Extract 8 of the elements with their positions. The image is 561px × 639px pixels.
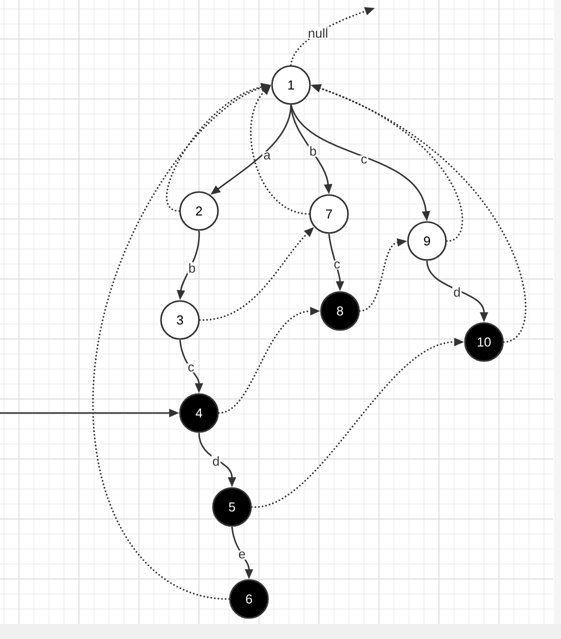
edge-label: d (211, 455, 221, 467)
edge-label: c (332, 260, 342, 270)
edge-label: d (452, 286, 462, 298)
edge-label: null (306, 27, 330, 39)
edge-label: e (237, 550, 247, 560)
edge-label: c (360, 155, 368, 165)
edge-label: c (186, 363, 196, 373)
edge-label: b (187, 262, 197, 274)
